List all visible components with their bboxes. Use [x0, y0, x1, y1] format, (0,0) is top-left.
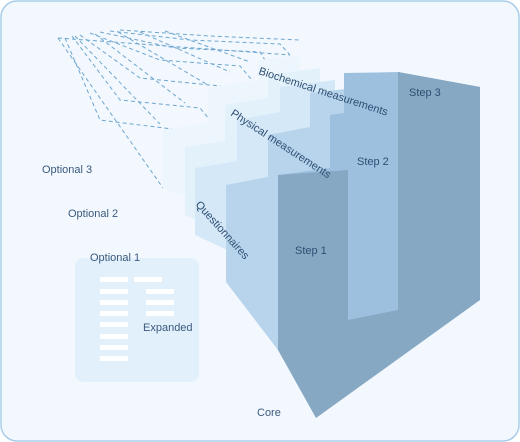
- panel-bar: [146, 289, 174, 294]
- label-core: Core: [257, 407, 281, 419]
- label-step-2: Step 2: [357, 156, 389, 168]
- label-expanded: Expanded: [143, 322, 193, 334]
- dashed-line: [57, 37, 164, 189]
- panel-bar: [100, 311, 128, 316]
- panel-bar: [100, 356, 128, 361]
- panel-bar: [100, 345, 128, 350]
- label-step-1: Step 1: [295, 245, 327, 257]
- label-optional-3: Optional 3: [42, 164, 92, 176]
- perspective-dashed-lines: [57, 29, 301, 189]
- dashed-line: [94, 33, 186, 104]
- label-step-3: Step 3: [409, 87, 441, 99]
- dashed-line: [74, 35, 161, 125]
- panel-bar: [100, 334, 128, 339]
- dashed-line: [119, 29, 301, 41]
- dashed-line: [164, 30, 251, 63]
- panel-bar: [146, 300, 174, 305]
- step-3-face: [398, 72, 480, 310]
- panel-bar: [100, 277, 128, 282]
- dashed-line: [109, 30, 291, 56]
- dashed-line: [57, 37, 291, 56]
- expanded-panel: [75, 258, 199, 382]
- panel-bar: [100, 322, 128, 327]
- dashed-line: [117, 31, 209, 86]
- panel-bar: [100, 300, 128, 305]
- step-2-face: [348, 113, 398, 320]
- expanded-panel-bars: [100, 277, 174, 361]
- panel-bar: [100, 289, 128, 294]
- panel-bar: [146, 311, 174, 316]
- dashed-line: [99, 31, 269, 66]
- label-optional-1: Optional 1: [90, 252, 140, 264]
- dashed-line: [139, 31, 231, 73]
- panel-bar: [134, 277, 162, 282]
- dashed-line: [71, 35, 211, 121]
- dashed-line: [89, 32, 253, 81]
- label-optional-2: Optional 2: [68, 208, 118, 220]
